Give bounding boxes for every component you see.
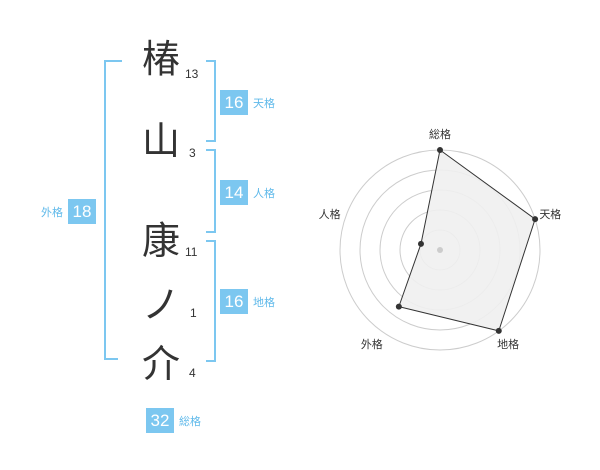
jinkaku-badge: 14 人格 (220, 180, 275, 205)
soukaku-label: 総格 (179, 414, 201, 428)
radar-axis-label-2: 天格 (539, 207, 561, 221)
gaikaku-bracket-top (104, 60, 122, 300)
name-char-4: ノ (141, 283, 180, 327)
name-char-1: 椿 (141, 37, 180, 81)
chikaku-label: 地格 (253, 295, 275, 309)
chikaku-value: 16 (220, 289, 248, 314)
radar-point-4 (395, 303, 402, 310)
tenkaku-label: 天格 (253, 96, 275, 110)
soukaku-value: 32 (146, 408, 174, 433)
name-char-2: 山 (141, 119, 180, 163)
radar-center (437, 247, 443, 253)
tenkaku-bracket (206, 60, 216, 142)
tenkaku-value: 16 (220, 90, 248, 115)
jinkaku-bracket (206, 149, 216, 233)
name-char-3: 康 (141, 219, 180, 263)
radar-axis-label-3: 地格 (497, 337, 519, 351)
jinkaku-value: 14 (220, 180, 248, 205)
radar-point-5 (417, 240, 424, 247)
radar-axis-label-5: 人格 (319, 207, 341, 221)
radar-point-3 (495, 327, 502, 334)
radar-point-1 (437, 147, 443, 153)
stroke-count-3: 11 (185, 245, 198, 259)
jinkaku-label: 人格 (253, 186, 275, 200)
gaikaku-badge: 外格 18 (41, 199, 96, 224)
name-char-5: 介 (141, 342, 180, 386)
gaikaku-bracket-bottom (104, 298, 118, 360)
radar-point-2 (532, 216, 539, 223)
radar-area (398, 149, 536, 332)
stroke-count-1: 13 (185, 67, 199, 81)
gaikaku-value: 18 (68, 199, 96, 224)
chikaku-badge: 16 地格 (220, 289, 275, 314)
tenkaku-badge: 16 天格 (220, 90, 275, 115)
soukaku-badge: 32 総格 (146, 408, 201, 433)
radar-axis-label-1: 総格 (429, 127, 451, 141)
stroke-count-2: 3 (189, 146, 196, 160)
gaikaku-label: 外格 (41, 205, 63, 219)
stroke-count-5: 4 (189, 366, 196, 380)
chikaku-bracket (206, 240, 216, 362)
stroke-count-4: 1 (190, 306, 197, 320)
radar-axis-label-4: 外格 (361, 337, 383, 351)
